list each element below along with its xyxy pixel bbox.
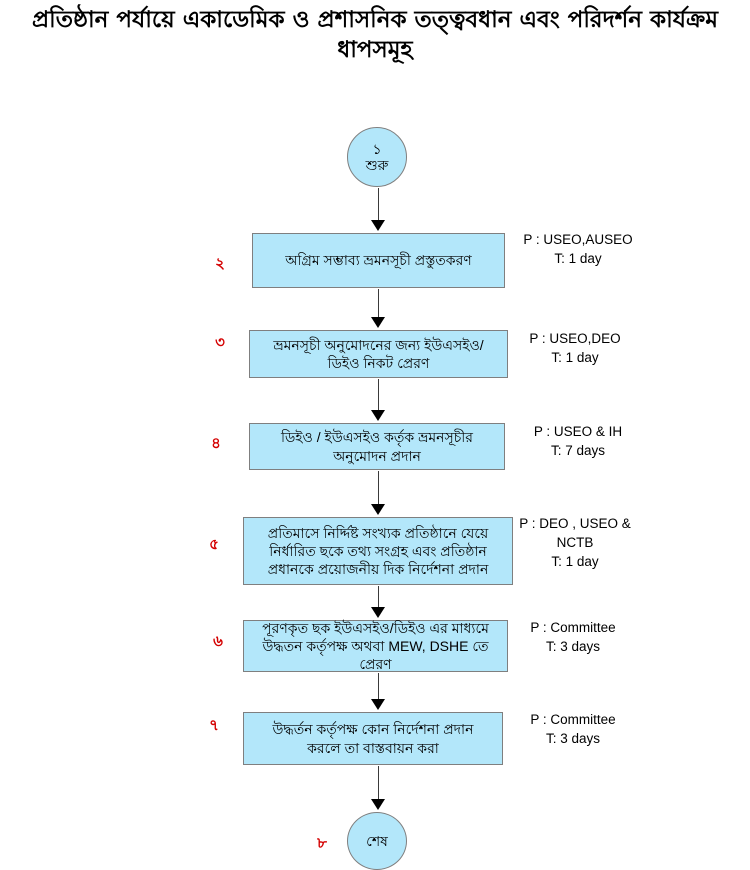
flow-arrow-down-icon xyxy=(371,766,385,810)
step-number-6: ৬ xyxy=(213,633,223,650)
annotation-step-2: P : USEO,AUSEO T: 1 day xyxy=(508,231,648,269)
annotation-party: P : USEO & IH xyxy=(533,424,623,439)
annotation-time: T: 1 day xyxy=(554,250,602,266)
flow-arrow-down-icon xyxy=(371,586,385,618)
flow-arrow-down-icon xyxy=(371,289,385,328)
step-number-7: ৭ xyxy=(209,717,219,734)
step-number-3: ৩ xyxy=(215,334,225,351)
flow-arrow-down-icon xyxy=(371,471,385,515)
annotation-party: P : Committee xyxy=(530,620,616,635)
step-number-2: ২ xyxy=(215,255,225,272)
process-box-step-6: পূরণকৃত ছক ইউএসইও/ডিইও এর মাধ্যমে উদ্ধতন… xyxy=(243,620,508,672)
process-box-step-7: উদ্ধর্তন কর্তৃপক্ষ কোন নির্দেশনা প্রদান … xyxy=(243,712,503,765)
flow-arrow-down-icon xyxy=(371,379,385,421)
annotation-time: T: 1 day xyxy=(551,349,599,365)
process-box-step-3: ভ্রমনসূচী অনুমোদনের জন্য ইউএসইও/ডিইও নিক… xyxy=(249,330,508,378)
annotation-party: P : DEO , USEO & NCTB xyxy=(519,516,631,550)
process-box-text: উদ্ধর্তন কর্তৃপক্ষ কোন নির্দেশনা প্রদান … xyxy=(272,721,474,756)
annotation-party: P : USEO,AUSEO xyxy=(523,232,633,247)
annotation-party: P : USEO,DEO xyxy=(529,331,621,346)
flow-arrow-down-icon xyxy=(371,673,385,710)
process-box-text: প্রতিমাসে নির্দ্দিষ্ট সংখ্যক প্রতিষ্ঠানে… xyxy=(267,524,489,578)
step-number-5: ৫ xyxy=(209,536,219,553)
end-node: শেষ xyxy=(347,812,407,870)
annotation-step-5: P : DEO , USEO & NCTB T: 1 day xyxy=(505,515,645,572)
annotation-party: P : Committee xyxy=(530,712,616,727)
start-node-label: শুরু xyxy=(365,157,389,173)
step-number-8: ৮ xyxy=(317,835,327,852)
step-number-4: ৪ xyxy=(211,435,221,452)
start-node: ১ শুরু xyxy=(347,127,407,187)
annotation-step-6: P : Committee T: 3 days xyxy=(503,619,643,657)
process-box-text: ভ্রমনসূচী অনুমোদনের জন্য ইউএসইও/ডিইও নিক… xyxy=(273,336,484,371)
flow-arrow-down-icon xyxy=(371,188,385,231)
annotation-time: T: 1 day xyxy=(551,553,599,569)
annotation-step-7: P : Committee T: 3 days xyxy=(503,711,643,749)
process-box-step-2: অগ্রিম সম্ভাব্য ভ্রমনসূচী প্রস্তুতকরণ xyxy=(252,233,505,288)
process-box-step-4: ডিইও / ইউএসইও কর্তৃক ভ্রমনসূচীর অনুমোদন … xyxy=(249,423,505,470)
annotation-time: T: 3 days xyxy=(545,730,601,746)
start-node-number: ১ xyxy=(372,140,382,157)
process-box-text: পূরণকৃত ছক ইউএসইও/ডিইও এর মাধ্যমে উদ্ধতন… xyxy=(262,619,489,673)
annotation-step-4: P : USEO & IH T: 7 days xyxy=(508,423,648,461)
page-title: প্রতিষ্ঠান পর্যায়ে একাডেমিক ও প্রশাসনিক… xyxy=(31,7,719,63)
annotation-time: T: 3 days xyxy=(545,638,601,654)
annotation-step-3: P : USEO,DEO T: 1 day xyxy=(505,330,645,368)
process-box-text: ডিইও / ইউএসইও কর্তৃক ভ্রমনসূচীর অনুমোদন … xyxy=(280,429,474,464)
process-box-step-5: প্রতিমাসে নির্দ্দিষ্ট সংখ্যক প্রতিষ্ঠানে… xyxy=(243,517,513,585)
process-box-text: অগ্রিম সম্ভাব্য ভ্রমনসূচী প্রস্তুতকরণ xyxy=(285,252,472,269)
end-node-label: শেষ xyxy=(366,832,388,849)
annotation-time: T: 7 days xyxy=(550,442,606,458)
